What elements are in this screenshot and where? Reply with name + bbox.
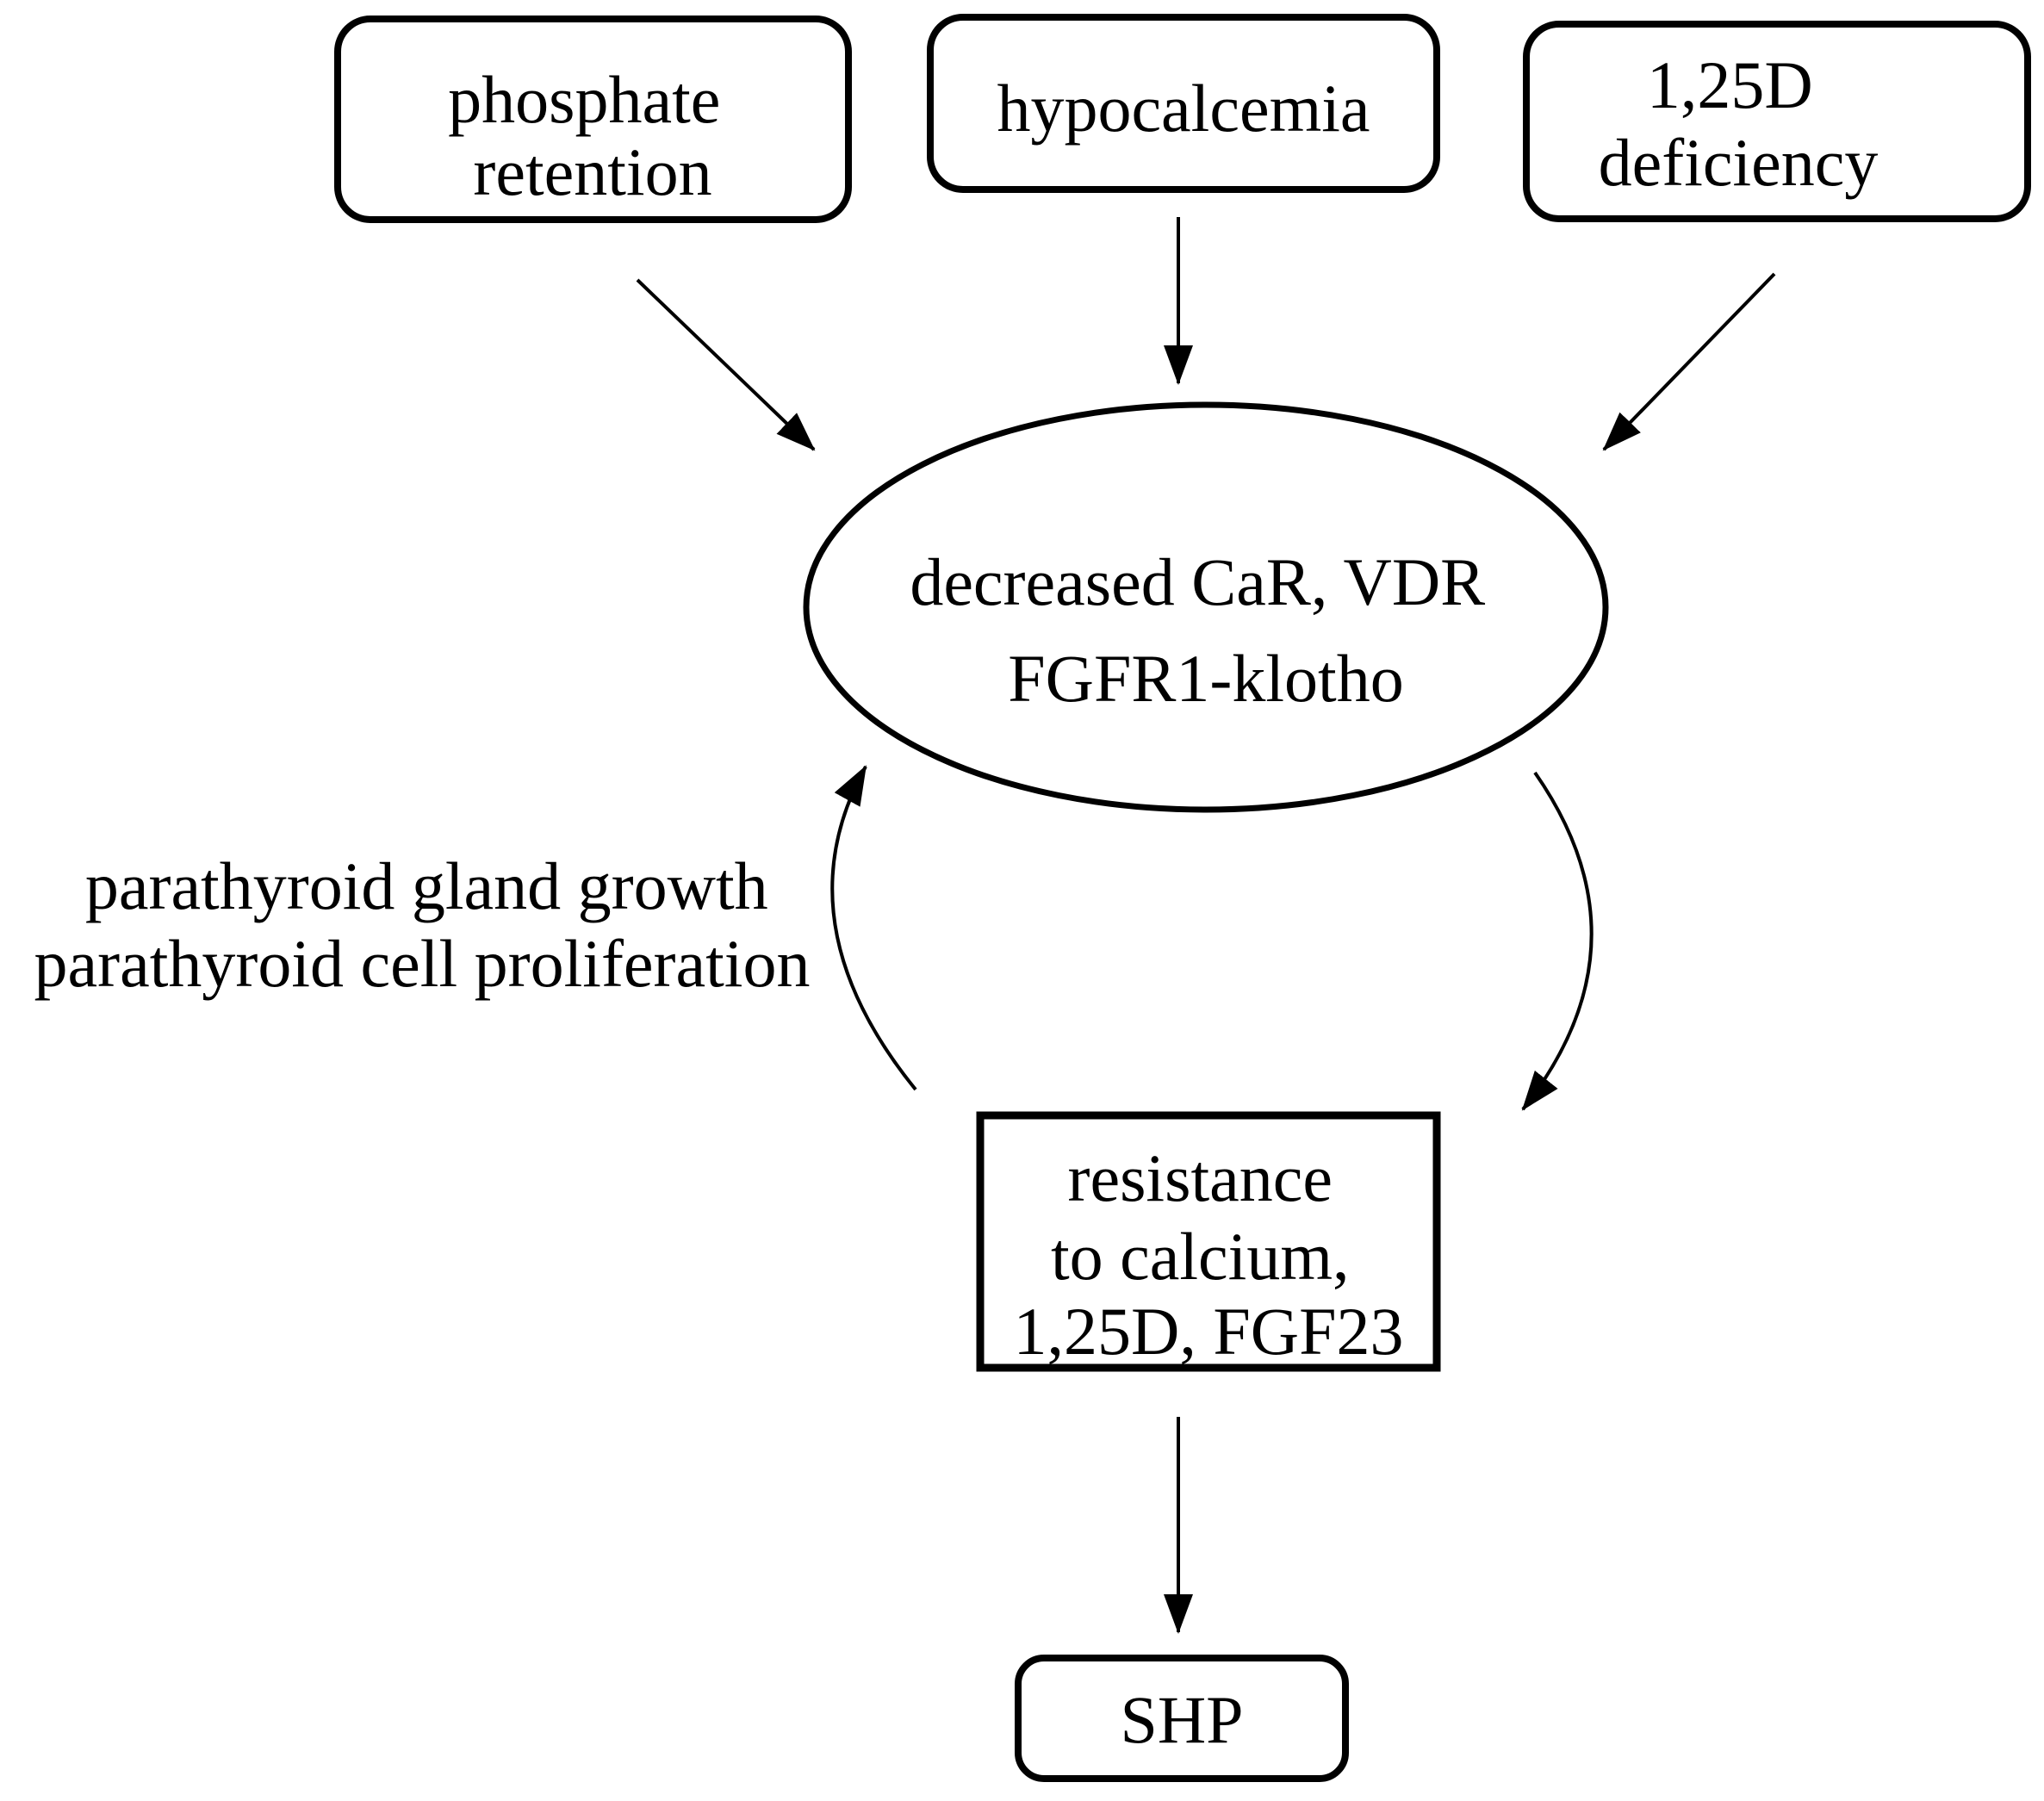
node-resistance: resistance to calcium, 1,25D, FGF23 [976,1111,1441,1372]
arrow-resistance-to-receptors-feedback [830,765,917,1091]
arrow-receptors-to-resistance [1521,771,1594,1111]
node-phosphate-retention-shape [334,16,852,223]
feedback-loop-label: parathyroid gland growth parathyroid cel… [34,848,811,1001]
node-shp: SHP [1015,1655,1349,1782]
node-decreased-receptors-shape [803,401,1609,813]
node-hypocalcemia-label: hypocalcemia [997,71,1370,146]
arrow-phosphate-to-receptors [636,278,816,451]
node-shp-label: SHP [1120,1682,1243,1757]
node-125d-deficiency-label: 1,25D deficiency [1599,47,1879,200]
node-decreased-receptors: decreased CaR, VDR FGFR1-klotho [803,401,1609,813]
node-125d-deficiency: 1,25D deficiency [1523,21,2031,222]
node-125d-deficiency-shape [1523,21,2031,222]
arrow-125d-to-receptors [1602,272,1776,451]
node-hypocalcemia-shape [927,14,1440,193]
node-resistance-label: resistance to calcium, 1,25D, FGF23 [1014,1140,1404,1369]
node-resistance-shape [976,1111,1441,1372]
node-hypocalcemia: hypocalcemia [927,14,1440,193]
node-phosphate-retention: phosphate retention [334,16,852,223]
node-phosphate-retention-label: phosphate retention [448,62,737,209]
node-shp-shape [1015,1655,1349,1782]
node-decreased-receptors-label: decreased CaR, VDR FGFR1-klotho [910,544,1501,716]
